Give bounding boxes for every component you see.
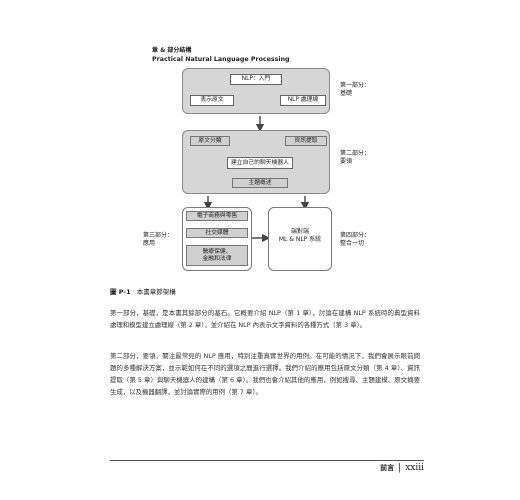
diagram-title-en: Practical Natural Language Processing xyxy=(152,56,290,63)
paragraph-part1: 第一部分，基礎，是本書其餘部分的基石。它概要介紹 NLP（第 1 章），討論在建… xyxy=(110,309,420,329)
diagram-title-zh: 章 & 部分結構 xyxy=(152,47,192,54)
part3-label-line1: 第三部分： xyxy=(143,232,174,239)
part4-label-line2: 整合一切 xyxy=(340,240,365,247)
part2-label: 第二部分： 要領 xyxy=(340,150,370,166)
box-information-extraction: 資訊提取 xyxy=(285,136,327,146)
part4-line2: ML & NLP 系統 xyxy=(278,236,322,243)
page-number: xxiii xyxy=(405,463,424,473)
box-nlp-intro: NLP：入門 xyxy=(230,74,282,85)
figure-caption: 圖 P-1 本書章節架構 xyxy=(110,286,176,296)
part1-panel xyxy=(182,68,330,114)
paragraph-part2: 第二部分，要領，關注最常見的 NLP 應用，特別注重真實世界的用例。在可能的情況… xyxy=(110,352,420,396)
part2-label-line2: 要領 xyxy=(340,158,353,165)
box-topics-overview: 主題概述 xyxy=(232,178,288,188)
part4-label-line1: 第四部分： xyxy=(340,232,371,239)
box-nlp-pipeline: NLP 處理線 xyxy=(280,95,326,106)
box-text-representation: 表示原文 xyxy=(190,95,234,106)
figure-number: 圖 P-1 xyxy=(110,288,131,296)
box-build-chatbot: 建立自己的聊天機器人 xyxy=(227,157,293,169)
part2-label-line1: 第二部分： xyxy=(340,150,371,157)
part3-label-line2: 應用 xyxy=(143,240,156,247)
diagram-title: 章 & 部分結構 Practical Natural Language Proc… xyxy=(152,46,290,64)
box-social-media: 社交媒體 xyxy=(186,228,248,238)
part1-label: 第一部分： 基礎 xyxy=(340,82,370,98)
box-end-to-end-systems: 端對端 ML & NLP 系統 xyxy=(270,225,330,247)
healthcare-line2: 金融和法律 xyxy=(202,255,232,262)
healthcare-line1: 醫療保健、 xyxy=(202,248,232,255)
footer-label: 前言 xyxy=(380,464,395,472)
box-ecommerce-retail: 電子商務與零售 xyxy=(186,211,248,221)
page-footer: 前言|xxiii xyxy=(380,463,424,473)
part4-label: 第四部分： 整合一切 xyxy=(340,232,370,248)
part4-line1: 端對端 xyxy=(290,228,309,235)
box-healthcare-finance-law: 醫療保健、 金融和法律 xyxy=(186,245,248,266)
part4-panel xyxy=(268,207,332,271)
part3-label: 第三部分： 應用 xyxy=(143,232,173,248)
box-text-classification: 原文分類 xyxy=(190,136,230,146)
part1-label-line2: 基礎 xyxy=(340,90,353,97)
figure-caption-text: 本書章節架構 xyxy=(136,288,176,296)
part1-label-line1: 第一部分： xyxy=(340,82,371,89)
footer-separator: | xyxy=(398,463,402,473)
footer-rule xyxy=(110,460,424,461)
